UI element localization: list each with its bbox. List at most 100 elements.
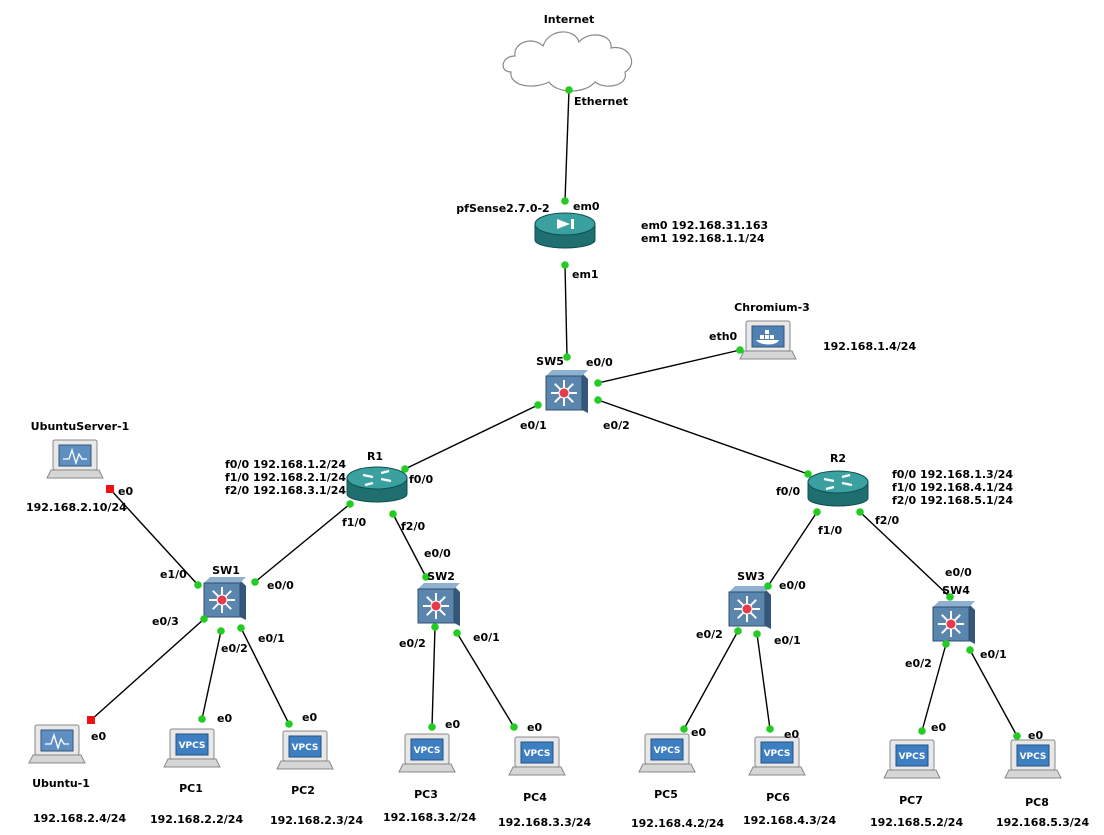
link-sw2-pc3[interactable]	[431, 626, 436, 728]
link-r2-sw3[interactable]	[767, 511, 818, 587]
interface-label: em1	[572, 268, 599, 281]
internet-cloud-icon[interactable]	[502, 31, 633, 92]
port-up-dot	[766, 725, 774, 733]
link-sw1-ubuntu[interactable]	[90, 618, 205, 721]
port-status-layer	[87, 86, 1021, 740]
port-up-dot	[856, 508, 864, 516]
r2-address-note: f0/0 192.168.1.3/24	[892, 468, 1013, 481]
pc6-vpcs-icon[interactable]: VPCS	[748, 736, 806, 776]
port-up-dot	[510, 723, 518, 731]
link-internet-pfsense[interactable]	[564, 89, 570, 202]
link-sw5-r1[interactable]	[404, 404, 539, 470]
link-sw5-r2[interactable]	[597, 399, 809, 475]
interface-label: e0	[217, 712, 232, 725]
pc3-vpcs-icon[interactable]: VPCS	[398, 733, 456, 773]
link-sw3-pc6[interactable]	[756, 633, 771, 730]
pc7-vpcs-icon[interactable]: VPCS	[883, 739, 941, 779]
ubuntu-monitor-icon[interactable]	[28, 724, 86, 764]
sw1-switch-icon[interactable]	[203, 577, 246, 620]
port-up-dot	[428, 723, 436, 731]
pc4-vpcs-icon[interactable]: VPCS	[508, 736, 566, 776]
link-sw4-pc7[interactable]	[921, 643, 947, 732]
sw2-switch-icon[interactable]	[417, 583, 460, 626]
r1-router-icon[interactable]	[346, 466, 408, 503]
link-sw4-pc8[interactable]	[969, 649, 1018, 737]
vpcs-label: VPCS	[654, 746, 681, 756]
interface-label: e0	[691, 726, 706, 739]
interface-label: e0	[1028, 729, 1043, 742]
interface-label: e0/0	[945, 566, 972, 579]
link-sw5-chromium[interactable]	[597, 349, 741, 384]
interface-label: e0	[527, 721, 542, 734]
vpcs-label: VPCS	[1020, 752, 1047, 762]
sw4-switch-icon[interactable]	[932, 601, 975, 644]
r2-name: R2	[830, 452, 846, 465]
link-sw1-pc1[interactable]	[201, 630, 222, 720]
interface-label: e0	[118, 485, 133, 498]
r1-address-note: f2/0 192.168.3.1/24	[225, 484, 346, 497]
link-r1-sw1[interactable]	[254, 503, 351, 583]
link-pfsense-sw5[interactable]	[564, 264, 568, 358]
pc4-address-note: 192.168.3.3/24	[498, 816, 591, 829]
port-up-dot	[251, 578, 259, 586]
link-r2-sw4[interactable]	[859, 511, 951, 598]
port-up-dot	[389, 510, 397, 518]
link-sw3-pc5[interactable]	[683, 630, 739, 730]
sw5-switch-icon[interactable]	[545, 370, 588, 413]
link-sw2-pc4[interactable]	[456, 632, 515, 728]
r1-name: R1	[367, 450, 383, 463]
interface-label: e0/0	[424, 547, 451, 560]
interface-label: e0/0	[267, 579, 294, 592]
pc8-name: PC8	[1025, 796, 1049, 809]
interface-label: e0/0	[586, 356, 613, 369]
r2-router-icon[interactable]	[807, 470, 869, 507]
ubuntuserver-address-note: 192.168.2.10/24	[26, 501, 127, 514]
pc3-name: PC3	[414, 788, 438, 801]
r1-address-note: f1/0 192.168.2.1/24	[225, 471, 346, 484]
interface-label: e0/2	[696, 628, 723, 641]
port-up-dot	[946, 593, 954, 601]
port-up-dot	[1013, 732, 1021, 740]
port-up-dot	[813, 508, 821, 516]
interface-label: e0	[302, 711, 317, 724]
port-up-dot	[734, 627, 742, 635]
r2-address-note: f2/0 192.168.5.1/24	[892, 494, 1013, 507]
chromium-docker-icon[interactable]	[739, 320, 797, 360]
pc2-name: PC2	[291, 784, 315, 797]
pfsense-address-note: em1 192.168.1.1/24	[641, 232, 765, 245]
ubuntuserver-name: UbuntuServer-1	[31, 420, 130, 433]
ubuntuserver-monitor-icon[interactable]	[46, 439, 104, 479]
links-layer	[90, 89, 1018, 737]
pc1-address-note: 192.168.2.2/24	[150, 813, 243, 826]
port-up-dot	[200, 615, 208, 623]
pc1-vpcs-icon[interactable]: VPCS	[163, 728, 221, 768]
pc2-address-note: 192.168.2.3/24	[270, 814, 363, 827]
pc7-name: PC7	[899, 794, 923, 807]
port-up-dot	[804, 470, 812, 478]
vpcs-label: VPCS	[524, 749, 551, 759]
interface-label: e0/1	[774, 634, 801, 647]
r1-address-note: f0/0 192.168.1.2/24	[225, 458, 346, 471]
pfsense-router-icon[interactable]	[534, 212, 596, 249]
link-sw1-pc2[interactable]	[240, 627, 290, 725]
pc5-name: PC5	[654, 788, 678, 801]
sw5-name: SW5	[536, 355, 564, 368]
link-r1-sw2[interactable]	[392, 513, 427, 578]
sw3-switch-icon[interactable]	[728, 586, 771, 629]
interface-label: f1/0	[818, 524, 842, 537]
interface-label: e0/2	[399, 637, 426, 650]
r2-address-note: f1/0 192.168.4.1/24	[892, 481, 1013, 494]
interface-label: em0	[573, 200, 600, 213]
pc5-address-note: 192.168.4.2/24	[631, 817, 724, 830]
pc2-vpcs-icon[interactable]: VPCS	[276, 730, 334, 770]
vpcs-label: VPCS	[764, 749, 791, 759]
pc8-vpcs-icon[interactable]: VPCS	[1004, 739, 1062, 779]
ubuntu-name: Ubuntu-1	[32, 777, 90, 790]
pc5-vpcs-icon[interactable]: VPCS	[638, 733, 696, 773]
vpcs-label: VPCS	[899, 752, 926, 762]
link-sw1-ubuntuserver[interactable]	[109, 488, 199, 586]
pc6-name: PC6	[766, 791, 790, 804]
ubuntu-address-note: 192.168.2.4/24	[33, 812, 126, 825]
pc4-name: PC4	[523, 791, 547, 804]
